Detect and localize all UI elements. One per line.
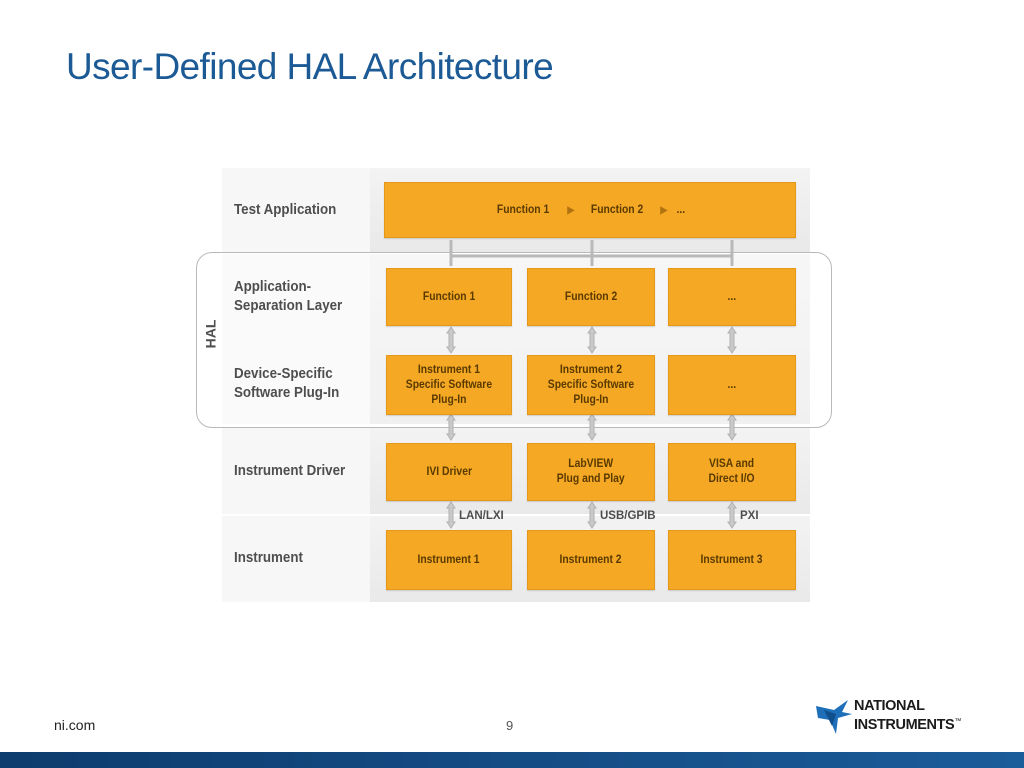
test-app-ellipsis: ... — [676, 203, 686, 216]
logo-line-1: NATIONAL — [854, 698, 925, 714]
bottom-bar — [0, 752, 1024, 768]
row-label-instrument-driver: Instrument Driver — [234, 463, 346, 479]
flow-arrow-icon: ▶ — [660, 204, 668, 216]
row-label-instrument: Instrument — [234, 550, 303, 566]
test-app-function-1: Function 1 — [497, 203, 550, 216]
row-label-device-specific: Device-Specific Software Plug-In — [234, 366, 340, 401]
hal-label: HAL — [202, 319, 219, 349]
plugin-instrument-2-box: Instrument 2 Specific Software Plug-In — [527, 355, 655, 415]
page-number: 9 — [506, 718, 514, 733]
logo-trademark: ™ — [954, 718, 961, 725]
connection-label-pxi: PXI — [740, 510, 759, 522]
connector-lines — [446, 240, 737, 529]
app-sep-function-1-box: Function 1 — [386, 268, 512, 326]
logo-line-2-text: INSTRUMENTS — [854, 716, 955, 733]
slide-title: User-Defined HAL Architecture — [66, 46, 554, 87]
hal-architecture-diagram: HAL Test Application Application- Separa… — [196, 166, 832, 604]
band-label-col-1 — [222, 168, 370, 252]
test-app-function-2: Function 2 — [591, 203, 644, 216]
band-label-col-2 — [222, 254, 370, 424]
instrument-2-box: Instrument 2 — [527, 530, 655, 590]
logo-line-2: INSTRUMENTS™ — [854, 714, 961, 733]
connection-label-usb-gpib: USB/GPIB — [600, 510, 656, 522]
test-application-box: Function 1 ▶ Function 2 ▶ ... — [384, 182, 796, 238]
band-label-col-4 — [222, 516, 370, 602]
driver-ivi-box: IVI Driver — [386, 443, 512, 501]
app-sep-function-2-box: Function 2 — [527, 268, 655, 326]
app-sep-ellipsis-box: ... — [668, 268, 796, 326]
driver-visa-box: VISA and Direct I/O — [668, 443, 796, 501]
instrument-1-box: Instrument 1 — [386, 530, 512, 590]
flow-arrow-icon: ▶ — [566, 204, 574, 216]
instrument-3-box: Instrument 3 — [668, 530, 796, 590]
footer-site-link[interactable]: ni.com — [54, 717, 96, 733]
row-label-test-application: Test Application — [234, 202, 337, 218]
band-label-col-3 — [222, 428, 370, 514]
row-label-application-separation: Application- Separation Layer — [234, 279, 343, 314]
ni-eagle-logo-icon — [816, 700, 852, 734]
national-instruments-logo: NATIONAL INSTRUMENTS™ — [814, 696, 980, 738]
plugin-ellipsis-box: ... — [668, 355, 796, 415]
driver-labview-box: LabVIEW Plug and Play — [527, 443, 655, 501]
connection-label-lan-lxi: LAN/LXI — [459, 510, 504, 522]
plugin-instrument-1-box: Instrument 1 Specific Software Plug-In — [386, 355, 512, 415]
double-arrows — [446, 326, 737, 529]
